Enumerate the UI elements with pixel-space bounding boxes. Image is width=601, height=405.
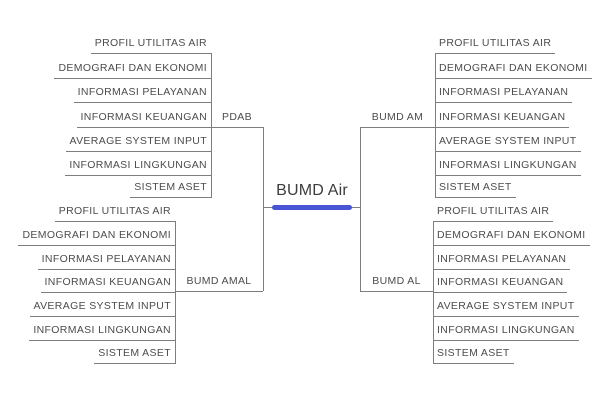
leaf-node[interactable]: DEMOGRAFI DAN EKONOMI: [435, 62, 592, 79]
leaf-node[interactable]: INFORMASI PELAYANAN: [435, 86, 573, 103]
leaf-node[interactable]: INFORMASI KEUANGAN: [76, 111, 211, 128]
leaf-node[interactable]: PROFIL UTILITAS AIR: [435, 37, 556, 54]
leaf-node[interactable]: INFORMASI KEUANGAN: [435, 111, 570, 128]
leaf-node[interactable]: INFORMASI PELAYANAN: [73, 86, 211, 103]
leaf-node[interactable]: DEMOGRAFI DAN EKONOMI: [54, 62, 211, 79]
branch-node-bumd-amal[interactable]: BUMD AMAL: [175, 275, 263, 292]
leaf-node[interactable]: AVERAGE SYSTEM INPUT: [65, 135, 211, 152]
leaf-node[interactable]: SISTEM ASET: [433, 347, 514, 364]
bumd-amal-spine-line: [175, 221, 176, 364]
root-node-underline[interactable]: [272, 205, 352, 210]
leaf-node[interactable]: DEMOGRAFI DAN EKONOMI: [433, 229, 590, 246]
leaf-node[interactable]: AVERAGE SYSTEM INPUT: [433, 300, 579, 317]
root-node-label[interactable]: BUMD Air: [276, 182, 348, 199]
leaf-node[interactable]: AVERAGE SYSTEM INPUT: [29, 300, 175, 317]
leaf-node[interactable]: SISTEM ASET: [130, 181, 211, 198]
leaf-node[interactable]: INFORMASI LINGKUNGAN: [433, 324, 579, 341]
leaf-node[interactable]: INFORMASI PELAYANAN: [37, 253, 175, 270]
leaf-node[interactable]: PROFIL UTILITAS AIR: [433, 205, 554, 222]
leaf-node[interactable]: INFORMASI LINGKUNGAN: [435, 159, 581, 176]
pdab-spine-line: [211, 53, 212, 198]
leaf-node[interactable]: DEMOGRAFI DAN EKONOMI: [18, 229, 175, 246]
leaf-node[interactable]: INFORMASI KEUANGAN: [433, 276, 568, 293]
bumd-am-spine-line: [435, 53, 436, 198]
leaf-node[interactable]: INFORMASI PELAYANAN: [433, 253, 571, 270]
right-branches-connector-line: [360, 127, 361, 291]
leaf-node[interactable]: SISTEM ASET: [94, 347, 175, 364]
leaf-node[interactable]: SISTEM ASET: [435, 181, 516, 198]
left-branches-connector-line: [263, 127, 264, 291]
leaf-node[interactable]: AVERAGE SYSTEM INPUT: [435, 135, 581, 152]
branch-node-pdab[interactable]: PDAB: [211, 111, 263, 128]
leaf-node[interactable]: INFORMASI LINGKUNGAN: [29, 324, 175, 341]
leaf-node[interactable]: INFORMASI LINGKUNGAN: [65, 159, 211, 176]
branch-node-bumd-al[interactable]: BUMD AL: [360, 275, 433, 292]
branch-node-bumd-am[interactable]: BUMD AM: [360, 111, 435, 128]
leaf-node[interactable]: INFORMASI KEUANGAN: [40, 276, 175, 293]
leaf-node[interactable]: PROFIL UTILITAS AIR: [90, 37, 211, 54]
leaf-node[interactable]: PROFIL UTILITAS AIR: [54, 205, 175, 222]
